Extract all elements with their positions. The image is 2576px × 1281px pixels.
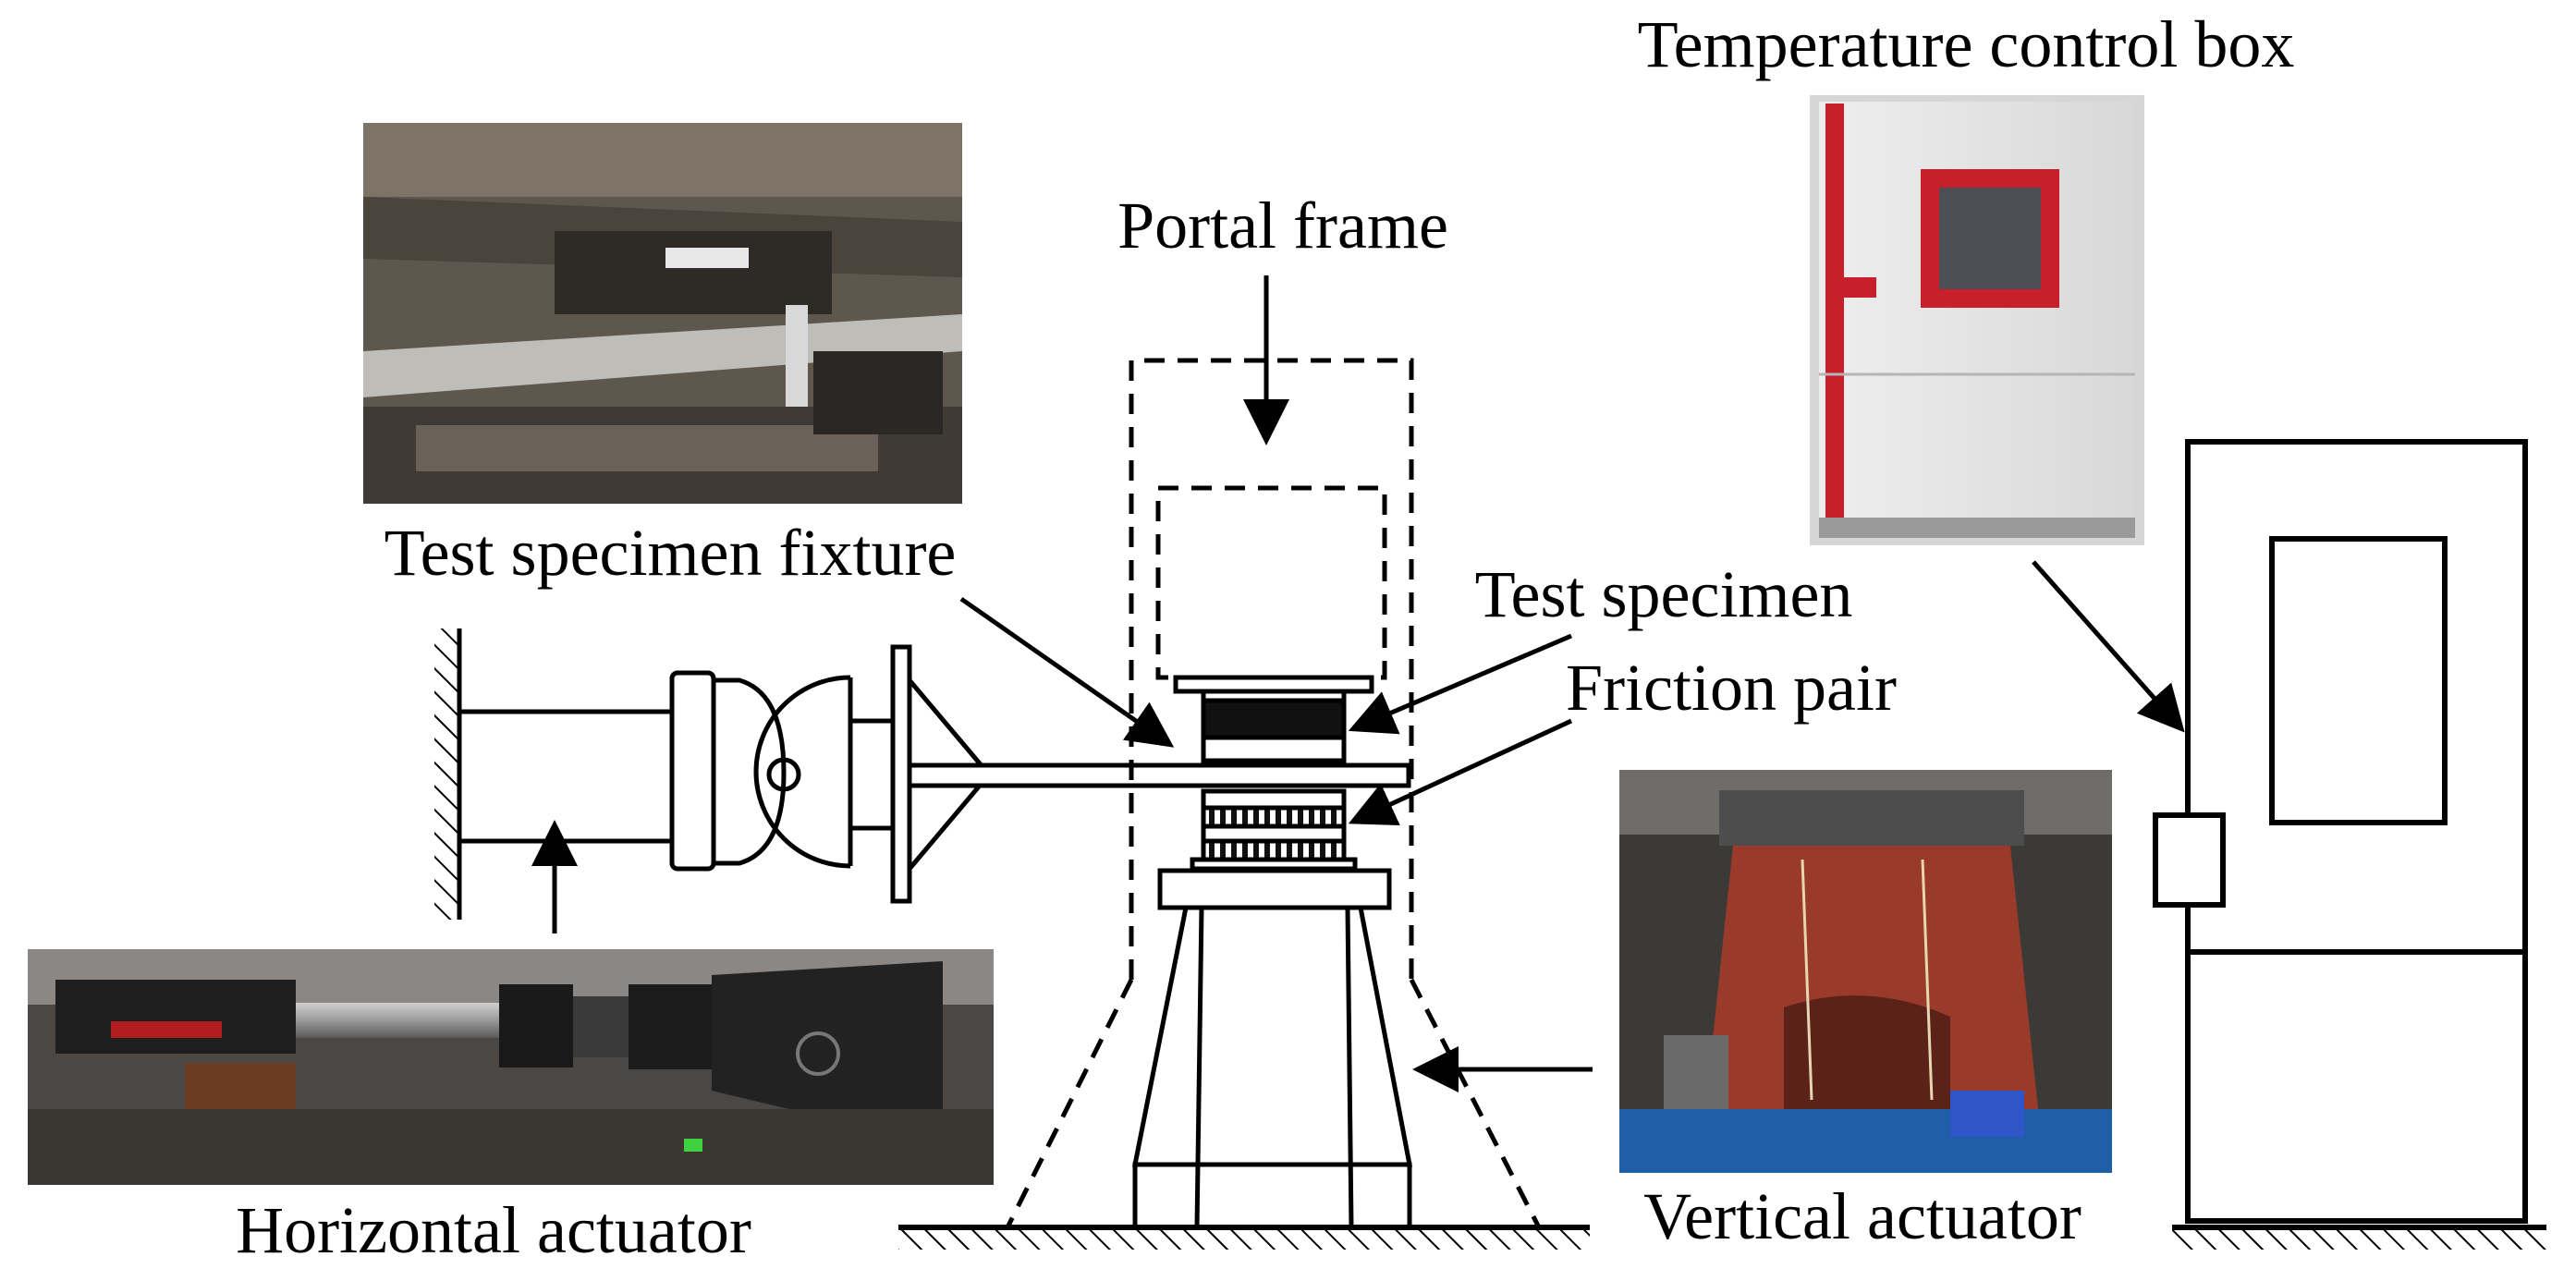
arrow-friction-pair — [1348, 718, 1573, 825]
label-temperature-control-box: Temperature control box — [1638, 7, 2295, 81]
vertical-actuator-photo — [1619, 770, 2112, 1173]
label-vertical-actuator: Vertical actuator — [1643, 1179, 2082, 1253]
portal-frame — [1005, 358, 1542, 1229]
arrow-fixture — [959, 596, 1175, 748]
temperature-box-photo — [1810, 95, 2144, 545]
vertical-actuator-drawing — [1131, 868, 1413, 1230]
label-portal-frame: Portal frame — [1117, 189, 1448, 262]
arrow-temperature-box — [2032, 560, 2185, 733]
label-friction-pair: Friction pair — [1566, 651, 1897, 725]
label-test-specimen-fixture: Test specimen fixture — [385, 516, 957, 590]
fixture-photo — [363, 123, 962, 504]
wall-support — [434, 628, 462, 920]
horizontal-actuator-photo — [28, 949, 994, 1185]
ground — [898, 1225, 2546, 1250]
arrows — [531, 275, 2185, 1092]
arrow-test-specimen — [1348, 633, 1572, 735]
label-test-specimen: Test specimen — [1475, 557, 1853, 631]
label-horizontal-actuator: Horizontal actuator — [236, 1193, 751, 1267]
inner-dashed-box — [1155, 485, 1387, 680]
temperature-box-drawing — [2153, 439, 2528, 1224]
loading-beam — [907, 762, 1411, 788]
specimen-stack — [1173, 675, 1374, 872]
